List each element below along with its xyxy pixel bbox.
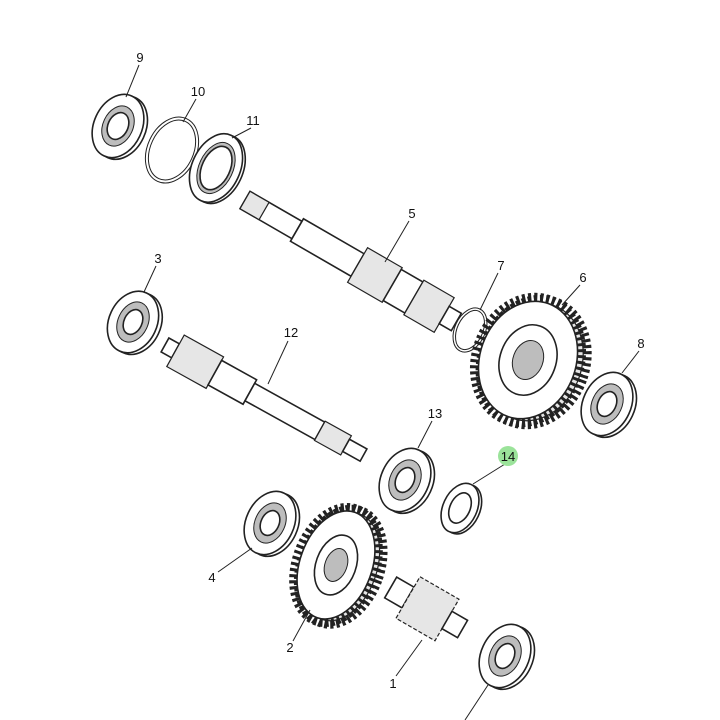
pinion-gear-1	[383, 575, 469, 642]
gear-6	[469, 292, 592, 430]
callout-3[interactable]: 3	[154, 251, 161, 266]
callout-1[interactable]: 1	[389, 676, 396, 691]
bearing-9	[91, 93, 149, 161]
gear-2	[289, 502, 388, 629]
callout-7[interactable]: 7	[497, 258, 504, 273]
callout-9[interactable]: 9	[136, 50, 143, 65]
highlight-marker	[498, 446, 518, 466]
callout-14[interactable]: 14	[501, 449, 515, 464]
callout-8[interactable]: 8	[637, 336, 644, 351]
bearing-bottom	[478, 623, 536, 691]
bearing-13	[378, 447, 436, 515]
callout-2[interactable]: 2	[286, 640, 293, 655]
circlip-7	[452, 307, 488, 353]
bearing-4	[243, 490, 301, 558]
drive-shaft-12	[160, 334, 369, 463]
callout-6[interactable]: 6	[579, 270, 586, 285]
washer-14	[440, 482, 483, 535]
callout-4[interactable]: 4	[208, 570, 215, 585]
main-shaft-5	[238, 190, 463, 334]
callout-11[interactable]: 11	[246, 113, 260, 128]
callout-13[interactable]: 13	[428, 406, 442, 421]
bearing-3	[106, 290, 164, 356]
leader-lines	[125, 64, 640, 720]
callout-12[interactable]: 12	[284, 325, 298, 340]
callout-10[interactable]: 10	[191, 84, 205, 99]
bearing-8	[580, 371, 638, 439]
oil-seal-11	[188, 133, 247, 205]
callout-5[interactable]: 5	[408, 206, 415, 221]
